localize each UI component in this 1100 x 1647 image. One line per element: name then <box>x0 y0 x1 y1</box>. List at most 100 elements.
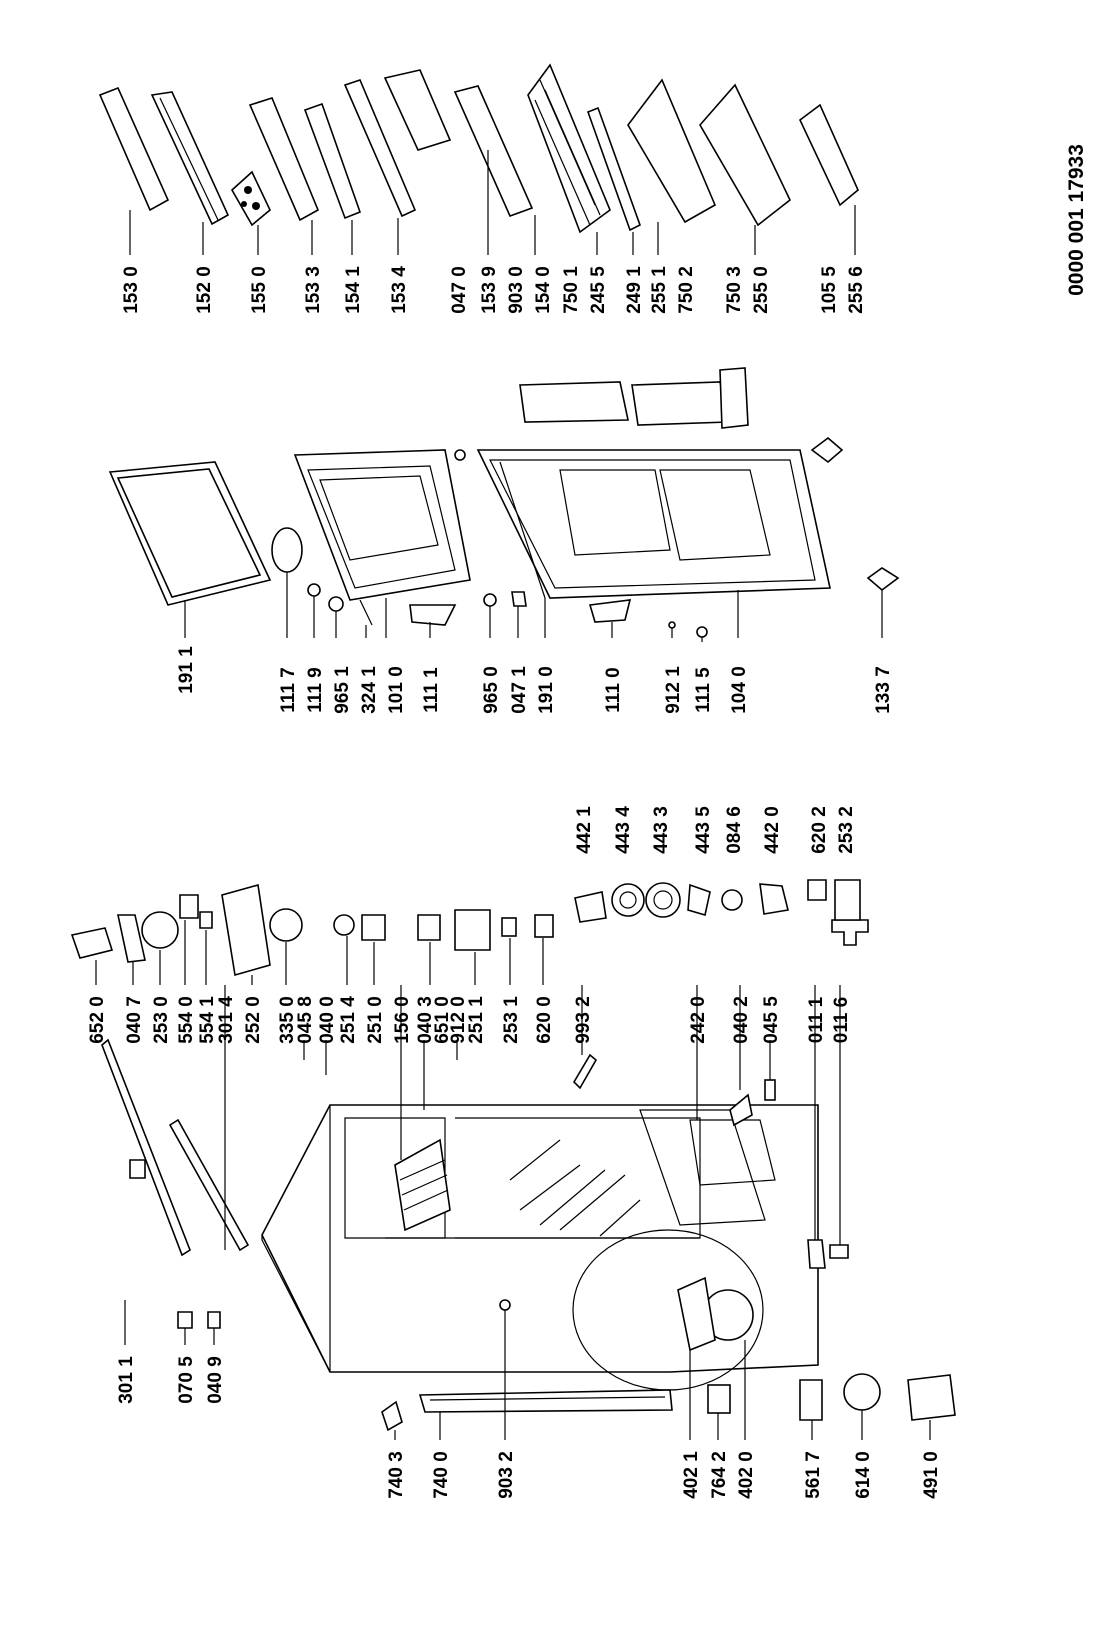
egg-tray-155-0 <box>230 170 271 227</box>
glass-shelf-255-1 <box>627 78 717 224</box>
strip-245-5 <box>586 106 641 232</box>
label-965-0: 965 0 <box>481 666 502 714</box>
label-191-0: 191 0 <box>536 666 557 714</box>
label-255-6: 255 6 <box>846 266 867 314</box>
label-153-4: 153 4 <box>389 266 410 314</box>
label-242-0: 242 0 <box>688 996 709 1044</box>
label-255-1: 255 1 <box>649 266 670 314</box>
fridge-door-104-0 <box>476 449 831 599</box>
hinge-cover-111-7 <box>271 527 303 573</box>
label-253-0: 253 0 <box>151 996 172 1044</box>
top-right-labels: 153 0 152 0 155 0 153 3 154 1 153 4 047 … <box>121 266 867 314</box>
label-047-1: 047 1 <box>509 666 530 714</box>
label-154-1: 154 1 <box>343 266 364 314</box>
label-249-1: 249 1 <box>624 266 645 314</box>
label-111-9: 111 9 <box>305 667 326 712</box>
label-301-4: 301 4 <box>216 996 237 1044</box>
door-shelf-153-0 <box>98 86 170 212</box>
top-right-leaders <box>129 150 856 255</box>
label-750-3: 750 3 <box>724 266 745 314</box>
label-011-6: 011 6 <box>831 997 852 1044</box>
wire-shelf-750-1 <box>527 63 611 234</box>
door-shelf-154-0 <box>453 85 534 218</box>
label-750-1: 750 1 <box>561 266 582 314</box>
label-301-1: 301 1 <box>116 1356 137 1404</box>
label-402-1: 402 1 <box>681 1451 702 1499</box>
label-251-0: 251 0 <box>365 996 386 1044</box>
label-253-2: 253 2 <box>836 806 857 854</box>
label-324-1: 324 1 <box>359 666 380 714</box>
label-045-8: 045 8 <box>295 996 316 1044</box>
label-620-0: 620 0 <box>534 996 555 1044</box>
label-153-0: 153 0 <box>121 266 142 314</box>
label-554-1: 554 1 <box>197 996 218 1044</box>
label-443-5: 443 5 <box>693 806 714 854</box>
label-252-0: 252 0 <box>243 996 264 1044</box>
label-040-2: 040 2 <box>731 996 752 1044</box>
fan-group <box>574 879 869 946</box>
label-105-5: 105 5 <box>819 266 840 314</box>
label-045-5: 045 5 <box>761 996 782 1044</box>
label-251-1: 251 1 <box>466 996 487 1044</box>
door-shelves-group <box>98 63 859 234</box>
condenser-740-0 <box>418 1389 673 1413</box>
label-111-5: 111 5 <box>693 667 714 713</box>
crisper-cover-255-0 <box>699 83 791 227</box>
label-903-2: 903 2 <box>496 1451 517 1499</box>
label-402-0: 402 0 <box>736 1451 757 1499</box>
door-leaders <box>184 572 883 642</box>
label-442-1: 442 1 <box>574 806 595 854</box>
label-764-2: 764 2 <box>709 1451 730 1499</box>
label-153-9: 153 9 <box>479 266 500 314</box>
label-156-0: 156 0 <box>392 996 413 1044</box>
cabinet-side-labels: 301 1 070 5 040 9 740 3 740 0 903 2 402 … <box>116 1356 942 1499</box>
label-903-0: 903 0 <box>506 266 527 314</box>
bottle-shelf-152-0 <box>150 91 230 226</box>
foot-105-5 <box>810 436 844 464</box>
doors-group <box>108 367 900 638</box>
label-251-4: 251 4 <box>338 996 359 1044</box>
label-750-2: 750 2 <box>676 266 697 314</box>
label-111-0: 111 0 <box>603 667 624 712</box>
door-labels: 191 1 111 7 111 9 965 1 324 1 101 0 111 … <box>176 646 894 714</box>
label-554-0: 554 0 <box>176 996 197 1044</box>
cabinet-leaders <box>95 920 931 1440</box>
fan-labels: 442 1 443 4 443 3 443 5 084 6 442 0 620 … <box>574 806 857 854</box>
foot-133-7 <box>866 567 900 592</box>
label-040-0: 040 0 <box>317 996 338 1044</box>
label-040-3: 040 3 <box>415 996 436 1044</box>
cabinet-group <box>70 883 956 1432</box>
door-shelf-153-3 <box>248 97 320 222</box>
label-740-0: 740 0 <box>431 1451 452 1499</box>
label-111-7: 111 7 <box>278 667 299 712</box>
cabinet-top-labels: 652 0 040 7 253 0 554 0 554 1 301 4 252 … <box>87 996 594 1044</box>
label-253-1: 253 1 <box>501 996 522 1044</box>
label-047-0: 047 0 <box>449 266 470 314</box>
label-191-1: 191 1 <box>176 646 197 694</box>
basket-153-9 <box>383 69 452 151</box>
label-740-3: 740 3 <box>386 1451 407 1499</box>
label-104-0: 104 0 <box>729 666 750 714</box>
label-111-1: 111 1 <box>421 667 442 713</box>
label-153-3: 153 3 <box>303 266 324 314</box>
label-040-9: 040 9 <box>205 1356 226 1404</box>
label-443-4: 443 4 <box>613 806 634 854</box>
freezer-door-101-0 <box>293 449 471 601</box>
cabinet-bottom-labels: 242 0 040 2 045 5 011 1 011 6 <box>688 996 852 1044</box>
label-133-7: 133 7 <box>873 666 894 714</box>
label-255-0: 255 0 <box>751 266 772 314</box>
label-154-0: 154 0 <box>533 266 554 314</box>
label-912-1: 912 1 <box>663 666 684 714</box>
label-070-5: 070 5 <box>176 1356 197 1404</box>
label-245-5: 245 5 <box>588 266 609 314</box>
label-993-2: 993 2 <box>573 996 594 1044</box>
label-040-7: 040 7 <box>124 996 145 1044</box>
label-652-0: 652 0 <box>87 996 108 1044</box>
label-912-0: 912 0 <box>448 996 469 1044</box>
label-614-0: 614 0 <box>853 1451 874 1499</box>
drawing-code: 0000 001 17933 <box>1065 144 1088 296</box>
label-155-0: 155 0 <box>249 266 270 314</box>
crisper-255-6 <box>798 103 859 207</box>
